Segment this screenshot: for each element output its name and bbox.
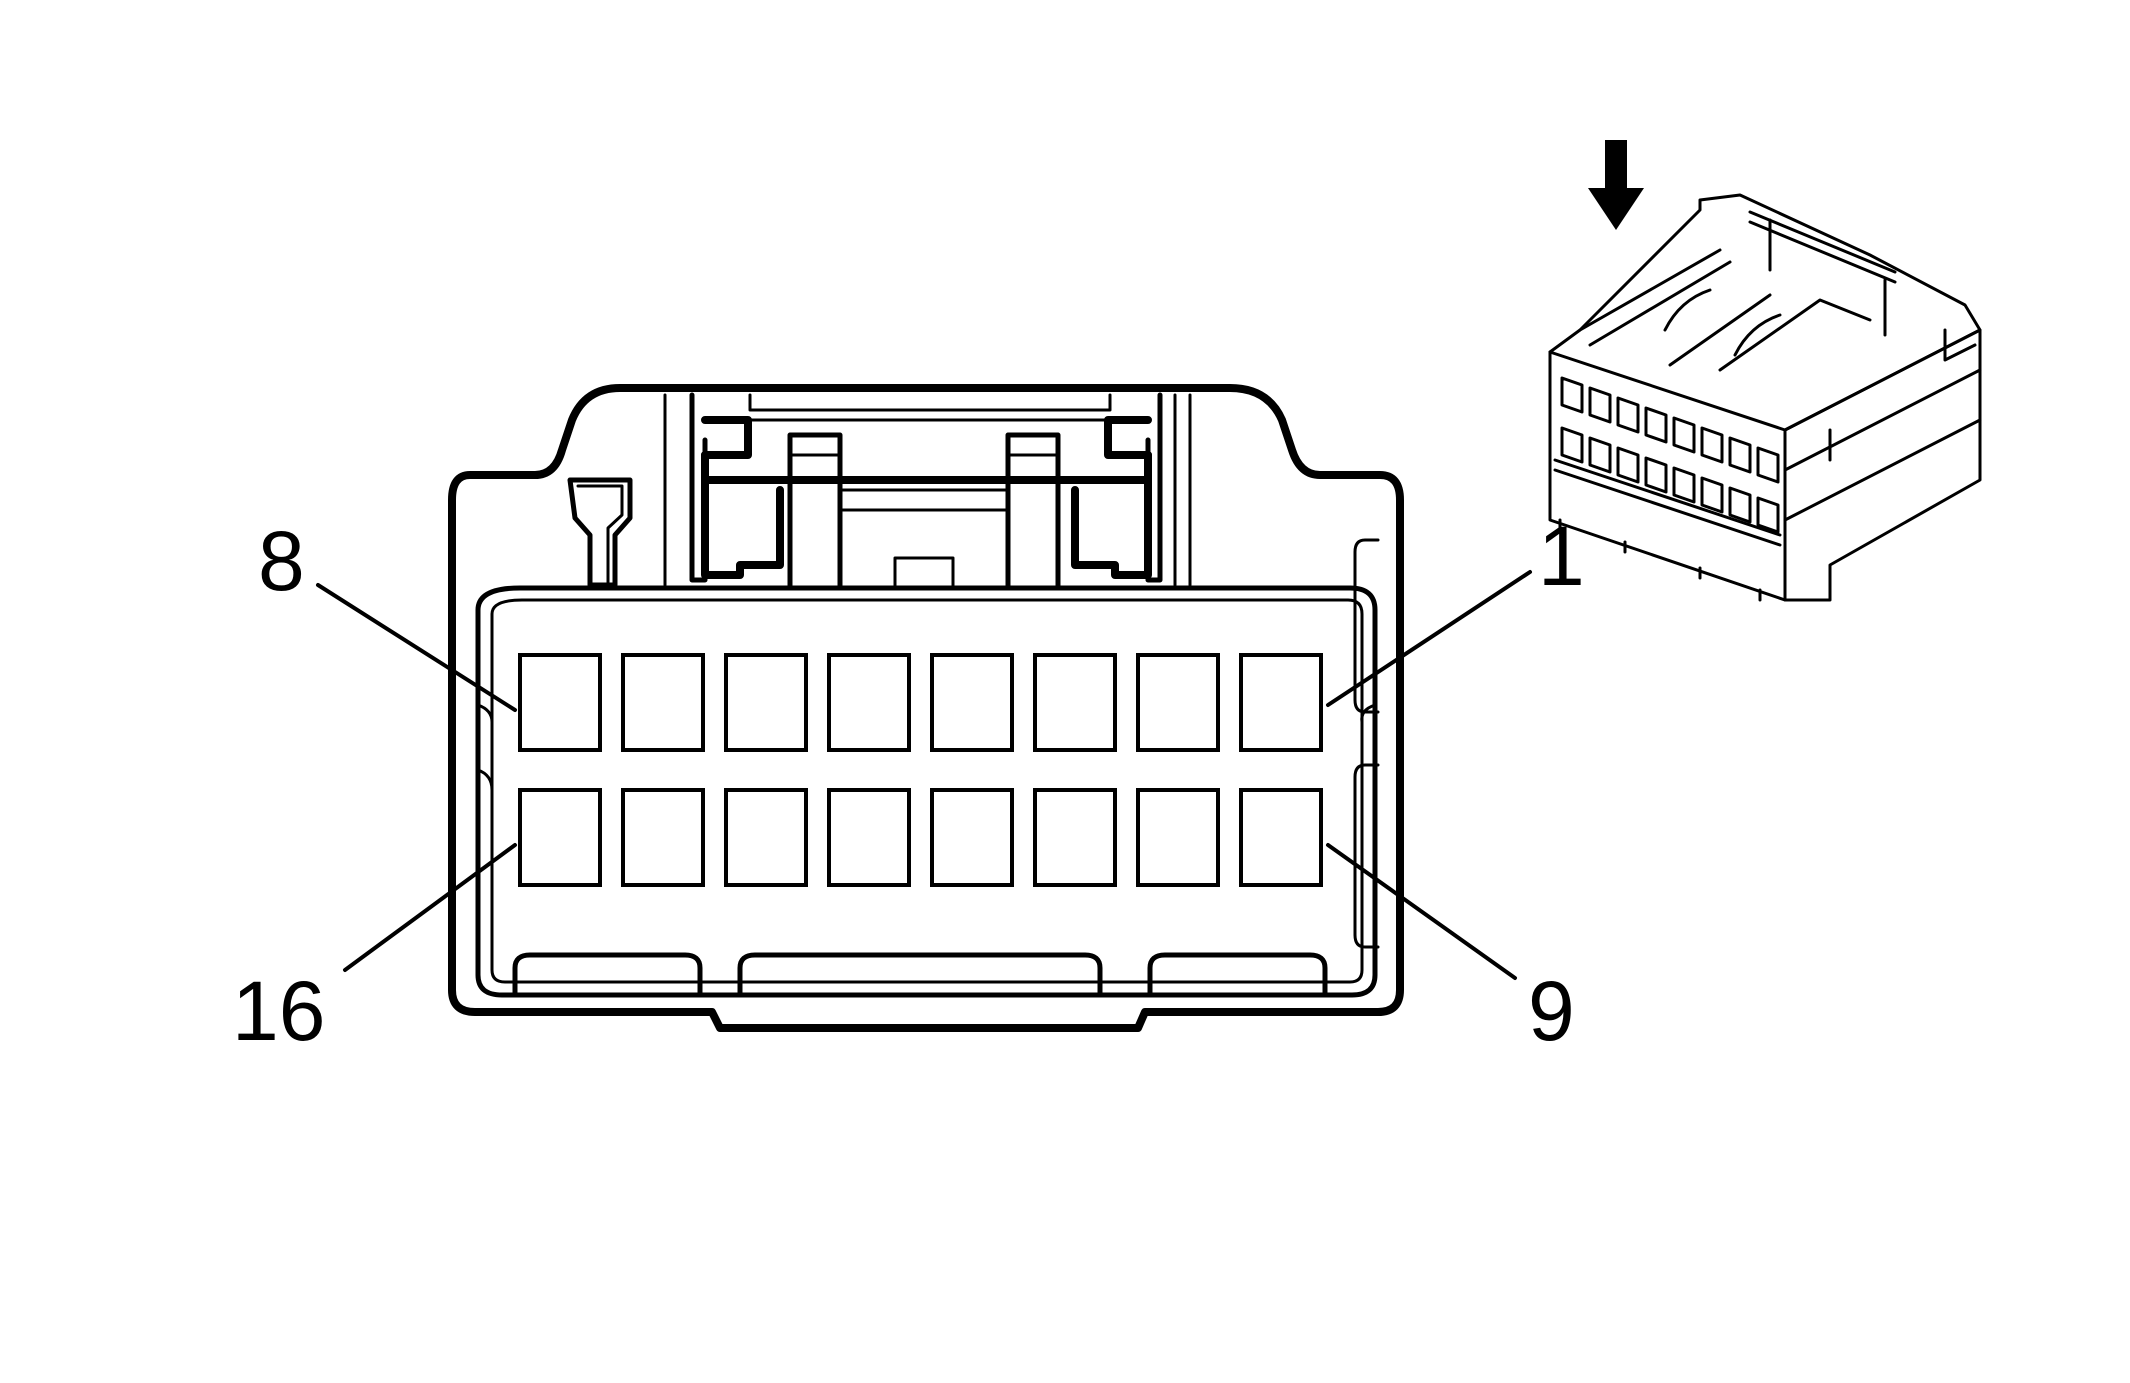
side-rib-right-lower — [1353, 763, 1380, 949]
connector-face-view: 8 1 16 9 — [232, 384, 1585, 1058]
leader-line-1 — [1326, 570, 1532, 707]
housing-inner-offset — [490, 598, 1364, 984]
cavity-15 — [621, 788, 705, 887]
cavity-1 — [1239, 653, 1323, 752]
cavity-11 — [1033, 788, 1117, 887]
pin-label-9: 9 — [1528, 964, 1575, 1058]
cavity-4 — [930, 653, 1014, 752]
cavity-6 — [724, 653, 808, 752]
side-notch-left-upper — [476, 703, 494, 724]
cavity-16 — [518, 788, 602, 887]
polarizing-key — [567, 477, 633, 588]
cavity-7 — [621, 653, 705, 752]
leader-line-16 — [343, 843, 517, 972]
cavity-13 — [827, 788, 911, 887]
arrow-down-icon — [1588, 140, 1644, 230]
cavity-2 — [1136, 653, 1220, 752]
cavity-9 — [1239, 788, 1323, 887]
housing-outline — [448, 384, 1404, 1032]
bottom-tab-right — [1147, 952, 1328, 998]
cavity-5 — [827, 653, 911, 752]
leader-line-9 — [1326, 843, 1517, 980]
pin-label-8: 8 — [258, 514, 305, 608]
cavity-row-bottom — [518, 788, 1323, 887]
cavity-14 — [724, 788, 808, 887]
cavity-10 — [1136, 788, 1220, 887]
leader-line-8 — [316, 583, 517, 712]
cavity-12 — [930, 788, 1014, 887]
housing-inner-outline — [475, 585, 1378, 998]
cavity-row-top — [518, 653, 1323, 752]
side-notch-right-upper — [1360, 703, 1377, 724]
side-rib-right-upper — [1353, 538, 1380, 714]
cavity-8 — [518, 653, 602, 752]
bottom-tab-center — [737, 952, 1103, 998]
connector-isometric-icon — [1548, 193, 1982, 602]
cavity-3 — [1033, 653, 1117, 752]
latch-assembly — [663, 392, 1192, 591]
side-notch-left-lower — [476, 768, 494, 792]
pin-label-16: 16 — [232, 964, 325, 1058]
bottom-tab-left — [512, 952, 703, 998]
